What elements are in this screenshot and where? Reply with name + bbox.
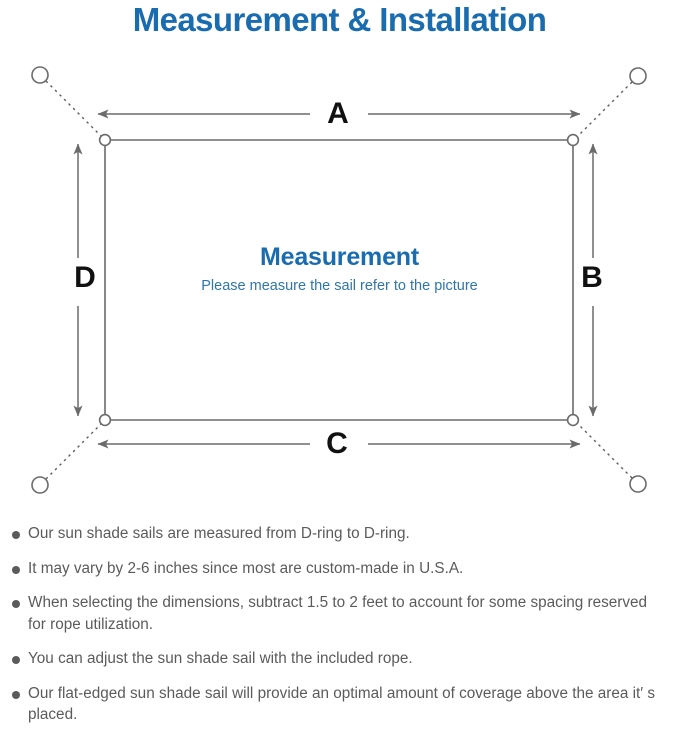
bullet-icon bbox=[12, 656, 20, 664]
notes-list: Our sun shade sails are measured from D-… bbox=[0, 523, 679, 726]
page-title: Measurement & Installation bbox=[132, 1, 547, 38]
rope-bottom-left bbox=[45, 422, 103, 480]
list-item: It may vary by 2-6 inches since most are… bbox=[0, 558, 665, 580]
bullet-icon bbox=[12, 600, 20, 608]
d-ring-bottom-left bbox=[98, 413, 112, 427]
rope-top-left bbox=[45, 80, 103, 138]
list-item: Our sun shade sails are measured from D-… bbox=[0, 523, 665, 545]
rope-bottom-right bbox=[576, 422, 633, 479]
measurement-diagram: Measurement Please measure the sail refe… bbox=[0, 44, 679, 514]
diagram-svg bbox=[31, 66, 647, 494]
list-item: You can adjust the sun shade sail with t… bbox=[0, 648, 665, 670]
note-text: Our flat-edged sun shade sail will provi… bbox=[28, 684, 656, 724]
anchor-bottom-right bbox=[629, 475, 647, 493]
anchor-top-right bbox=[629, 67, 647, 85]
d-ring-top-left bbox=[98, 133, 112, 147]
sail-outline bbox=[104, 139, 574, 421]
bullet-icon bbox=[12, 531, 20, 539]
d-ring-bottom-right bbox=[566, 413, 580, 427]
bullet-icon bbox=[12, 565, 20, 574]
note-text: You can adjust the sun shade sail with t… bbox=[28, 650, 413, 667]
note-text: It may vary by 2-6 inches since most are… bbox=[28, 559, 464, 577]
note-text: Our sun shade sails are measured from D-… bbox=[28, 525, 410, 542]
list-item: When selecting the dimensions, subtract … bbox=[0, 592, 665, 635]
note-text: When selecting the dimensions, subtract … bbox=[28, 594, 648, 633]
bullet-icon bbox=[12, 690, 20, 699]
anchor-bottom-left bbox=[31, 476, 49, 494]
d-ring-top-right bbox=[566, 133, 580, 147]
list-item: Our flat-edged sun shade sail will provi… bbox=[0, 683, 665, 726]
rope-top-right bbox=[576, 81, 633, 138]
anchor-top-left bbox=[31, 66, 49, 84]
